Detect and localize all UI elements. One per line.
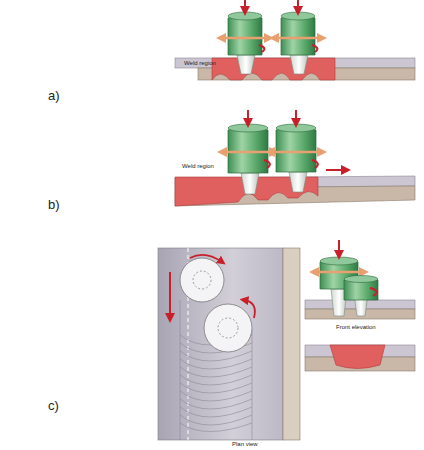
panel-letter: b) <box>48 197 60 212</box>
part-label: Weld region <box>182 163 214 169</box>
panel-letter: a) <box>48 88 60 103</box>
rotation-arrow <box>190 255 222 262</box>
tool <box>270 110 322 192</box>
panel-letter: c) <box>48 398 59 413</box>
plan-view <box>158 248 300 440</box>
plate-plan <box>158 248 283 440</box>
panel-a <box>175 0 415 80</box>
weld-section <box>330 345 385 369</box>
tool-shoulder <box>204 304 252 352</box>
probe-outline <box>193 271 211 289</box>
weld-region <box>212 58 335 80</box>
tool-shoulder <box>180 258 224 302</box>
view-label: Front elevation <box>336 324 376 330</box>
rotation-arrow <box>244 300 255 318</box>
view-label: Plan view <box>232 441 258 447</box>
tool <box>222 110 274 194</box>
front-elevation <box>305 240 415 371</box>
part-label: Weld region <box>184 60 216 66</box>
panel-b <box>175 110 415 206</box>
tool <box>221 0 269 74</box>
tool <box>344 276 378 317</box>
travel-arrow <box>326 169 346 171</box>
tool <box>274 0 322 74</box>
weld-ripples <box>180 300 252 440</box>
lower-plate-edge <box>283 248 300 440</box>
probe-outline <box>218 318 238 338</box>
travel-arrow <box>169 272 171 318</box>
